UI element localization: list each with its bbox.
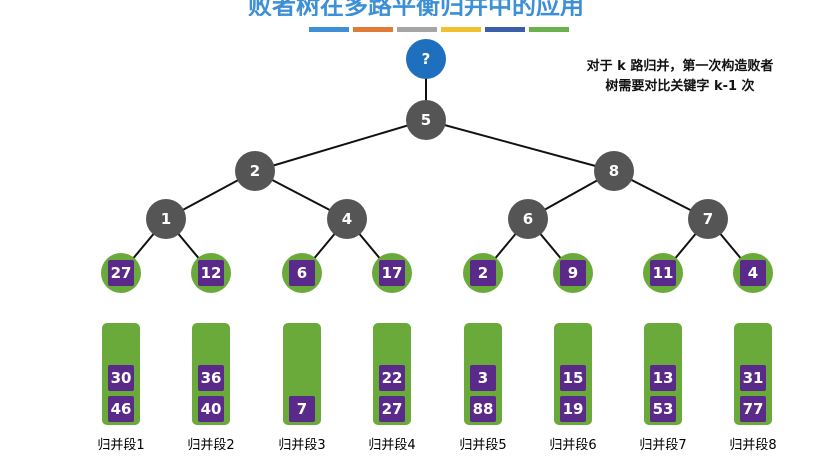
note-line-1: 对于 k 路归并，第一次构造败者: [586, 59, 774, 74]
leaf-key-box: [560, 260, 586, 286]
leaf-key-label: 11: [653, 264, 674, 282]
segment-key-label: 36: [201, 369, 222, 387]
internal-node-label: 7: [703, 210, 713, 228]
segment-key-label: 40: [201, 400, 222, 418]
segment-key-box: [650, 365, 676, 391]
segment-key-box: [379, 365, 405, 391]
segment-key-box: [470, 365, 496, 391]
segment-label: 归并段3: [278, 438, 326, 453]
internal-node-label: 6: [523, 210, 533, 228]
segment-key-label: 19: [563, 400, 584, 418]
internal-node: [688, 199, 728, 239]
leaf-key-label: 6: [297, 264, 307, 282]
segment-key-box: [198, 365, 224, 391]
leaf-key-box: [379, 260, 405, 286]
segment-key-label: 7: [297, 400, 307, 418]
title-stripe: [441, 27, 481, 32]
segment-key-box: [198, 396, 224, 422]
segment-key-box: [650, 396, 676, 422]
internal-node: [594, 151, 634, 191]
internal-node: [508, 199, 548, 239]
segment-key-label: 31: [743, 369, 764, 387]
leaf-key-label: 12: [201, 264, 222, 282]
title-stripe: [529, 27, 569, 32]
segment-label: 归并段2: [187, 438, 235, 453]
segment-key-label: 3: [478, 369, 488, 387]
internal-node: [327, 199, 367, 239]
leaf-key-label: 2: [478, 264, 488, 282]
title-underline: [309, 27, 573, 32]
title-stripe: [485, 27, 525, 32]
internal-node-label: 5: [421, 111, 431, 129]
internal-node-label: 8: [609, 162, 619, 180]
segment-label: 归并段5: [459, 438, 507, 453]
leaf-key-box: [198, 260, 224, 286]
leaf-key-label: 27: [111, 264, 132, 282]
leaf-key-label: 9: [568, 264, 578, 282]
leaf-key-box: [650, 260, 676, 286]
leaf-key-label: 17: [382, 264, 403, 282]
internal-node-label: 4: [342, 210, 352, 228]
tree-edge: [254, 119, 427, 172]
segment-key-box: [560, 396, 586, 422]
segment-key-box: [108, 396, 134, 422]
segment-label: 归并段4: [368, 438, 416, 453]
segment-key-label: 88: [473, 400, 494, 418]
winner-node: [406, 39, 446, 79]
segment-key-label: 22: [382, 369, 403, 387]
leaf-key-box: [740, 260, 766, 286]
title-stripe: [309, 27, 349, 32]
segment-label: 归并段7: [639, 438, 687, 453]
segment-key-box: [740, 396, 766, 422]
page-title: 败者树在多路平衡归并中的应用: [248, 0, 584, 16]
segment-key-box: [108, 365, 134, 391]
note-line-2: 树需要对比关键字 k-1 次: [605, 79, 755, 94]
segment-key-label: 46: [111, 400, 132, 418]
internal-node: [406, 100, 446, 140]
leaf-key-label: 4: [748, 264, 758, 282]
leaf-key-box: [289, 260, 315, 286]
segment-key-box: [740, 365, 766, 391]
internal-node: [146, 199, 186, 239]
segment-key-box: [379, 396, 405, 422]
internal-node-label: 2: [250, 162, 260, 180]
segment-label: 归并段1: [97, 438, 145, 453]
internal-node: [235, 151, 275, 191]
segment-label: 归并段6: [549, 438, 597, 453]
segment-key-label: 30: [111, 369, 132, 387]
segment-key-label: 27: [382, 400, 403, 418]
segment-key-box: [470, 396, 496, 422]
segment-key-label: 15: [563, 369, 584, 387]
title-stripe: [397, 27, 437, 32]
tree-edge: [425, 119, 615, 172]
winner-node-label: ?: [422, 50, 431, 68]
internal-node-label: 1: [161, 210, 171, 228]
leaf-key-box: [108, 260, 134, 286]
segment-key-label: 53: [653, 400, 674, 418]
segment-key-box: [289, 396, 315, 422]
leaf-key-box: [470, 260, 496, 286]
note: 对于 k 路归并，第一次构造败者 树需要对比关键字 k-1 次: [560, 57, 800, 97]
segment-key-label: 77: [743, 400, 764, 418]
title-stripe: [353, 27, 393, 32]
segment-key-label: 13: [653, 369, 674, 387]
segment-label: 归并段8: [729, 438, 777, 453]
segment-key-box: [560, 365, 586, 391]
